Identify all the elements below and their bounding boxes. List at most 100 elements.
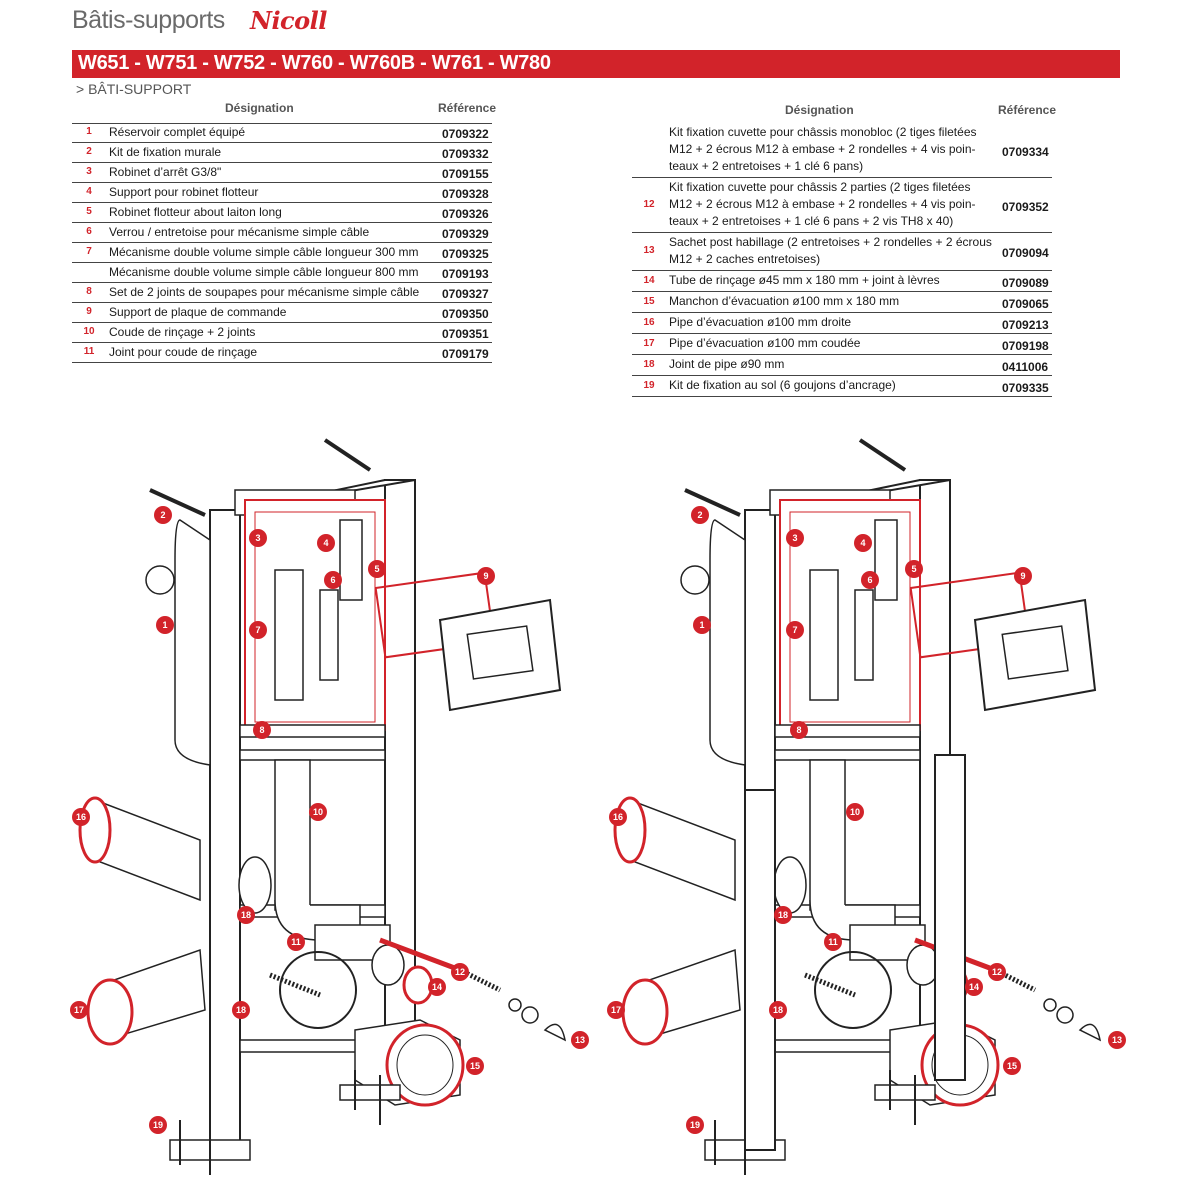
callout-6: 6 [324, 571, 342, 589]
item-designation: M12 + 2 écrous M12 à embase + 2 rondelle… [669, 197, 976, 211]
callout-17: 17 [70, 1001, 88, 1019]
item-reference: 0709326 [442, 207, 489, 221]
item-designation: Coude de rinçage + 2 joints [109, 325, 256, 339]
callout-18: 18 [232, 1001, 250, 1019]
lower-leg-extension-right [934, 754, 966, 1081]
left-designation-header: Désignation [225, 101, 294, 115]
svg-text:17: 17 [74, 1005, 84, 1015]
svg-text:6: 6 [867, 575, 872, 585]
item-number: 14 [643, 274, 655, 286]
callout-10: 10 [309, 803, 327, 821]
callout-7: 7 [786, 621, 804, 639]
svg-text:19: 19 [153, 1120, 163, 1130]
svg-text:14: 14 [969, 982, 979, 992]
callout-11: 11 [824, 933, 842, 951]
svg-text:18: 18 [241, 910, 251, 920]
item-number: 11 [83, 346, 95, 357]
table-row: Mécanisme double volume simple câble lon… [72, 263, 492, 283]
item-designation: Joint de pipe ø90 mm [669, 357, 785, 371]
svg-text:2: 2 [697, 510, 702, 520]
svg-text:8: 8 [259, 725, 264, 735]
svg-text:5: 5 [374, 564, 379, 574]
item-reference: 0411006 [1002, 359, 1049, 374]
table-row: 15 Manchon d’évacuation ø100 mm x 180 mm 0… [632, 292, 1052, 313]
table-row: 9 Support de plaque de commande 0709350 [72, 303, 492, 323]
callout-3: 3 [786, 529, 804, 547]
item-number: 16 [643, 316, 655, 328]
callout-3: 3 [249, 529, 267, 547]
callout-8: 8 [253, 721, 271, 739]
callout-6: 6 [861, 571, 879, 589]
item-designation: Manchon d’évacuation ø100 mm x 180 mm [669, 294, 900, 308]
svg-text:5: 5 [911, 564, 916, 574]
svg-text:7: 7 [792, 625, 797, 635]
item-reference: 0709198 [1002, 338, 1049, 353]
callout-12: 12 [988, 963, 1006, 981]
callout-5: 5 [905, 560, 923, 578]
item-reference: 0709350 [442, 307, 489, 321]
item-number: 10 [83, 326, 95, 337]
callout-1: 1 [693, 616, 711, 634]
item-designation: Sachet post habillage (2 entretoises + 2… [669, 235, 992, 249]
svg-text:11: 11 [828, 937, 838, 947]
item-designation: teaux + 2 entretoises + 1 clé 6 pans + 2… [669, 214, 954, 228]
callout-14: 14 [965, 978, 983, 996]
svg-text:12: 12 [455, 967, 465, 977]
item-designation: Joint pour coude de rinçage [109, 345, 258, 359]
svg-text:19: 19 [690, 1120, 700, 1130]
item-designation: Kit de fixation murale [109, 145, 222, 159]
item-number: 13 [643, 245, 655, 256]
svg-text:11: 11 [291, 937, 301, 947]
item-number: 18 [643, 358, 655, 370]
svg-text:9: 9 [1020, 571, 1025, 581]
svg-text:16: 16 [76, 812, 86, 822]
item-number: 8 [86, 286, 92, 297]
models-label: W651 - W751 - W752 - W760 - W760B - W761… [78, 52, 551, 74]
item-designation: Mécanisme double volume simple câble lon… [109, 265, 419, 279]
right-designation-header: Désignation [785, 103, 854, 117]
callout-13: 13 [1108, 1031, 1126, 1049]
svg-text:9: 9 [483, 571, 488, 581]
callout-19: 19 [686, 1116, 704, 1134]
right-parts-table: Kit fixation cuvette pour châssis monobl… [632, 123, 1052, 405]
callout-4: 4 [317, 534, 335, 552]
callout-9: 9 [1014, 567, 1032, 585]
svg-text:18: 18 [236, 1005, 246, 1015]
item-number: 9 [86, 306, 92, 317]
callout-2: 2 [154, 506, 172, 524]
svg-text:3: 3 [255, 533, 260, 543]
item-designation: Support de plaque de commande [109, 305, 287, 319]
item-reference: 0709351 [442, 327, 489, 341]
brand-logo: Nicoll [250, 6, 327, 35]
svg-text:1: 1 [162, 620, 167, 630]
callout-16: 16 [609, 808, 627, 826]
item-number: 15 [643, 295, 655, 307]
item-reference: 0709155 [442, 167, 489, 181]
callout-17: 17 [607, 1001, 625, 1019]
item-designation: Verrou / entretoise pour mécanisme simpl… [109, 225, 370, 239]
svg-text:16: 16 [613, 812, 623, 822]
callout-4: 4 [854, 534, 872, 552]
item-designation: Kit fixation cuvette pour châssis 2 part… [669, 180, 971, 194]
svg-text:17: 17 [611, 1005, 621, 1015]
item-number: 1 [86, 126, 92, 137]
callout-18: 18 [237, 906, 255, 924]
svg-text:10: 10 [850, 807, 860, 817]
svg-text:15: 15 [470, 1061, 480, 1071]
item-number: 5 [86, 206, 92, 217]
item-reference: 0709065 [1002, 296, 1049, 311]
item-designation: Robinet d’arrêt G3/8" [109, 165, 222, 179]
svg-text:2: 2 [160, 510, 165, 520]
item-number: 2 [86, 146, 92, 157]
item-designation: teaux + 2 entretoises + 1 clé 6 pans) [669, 159, 864, 173]
